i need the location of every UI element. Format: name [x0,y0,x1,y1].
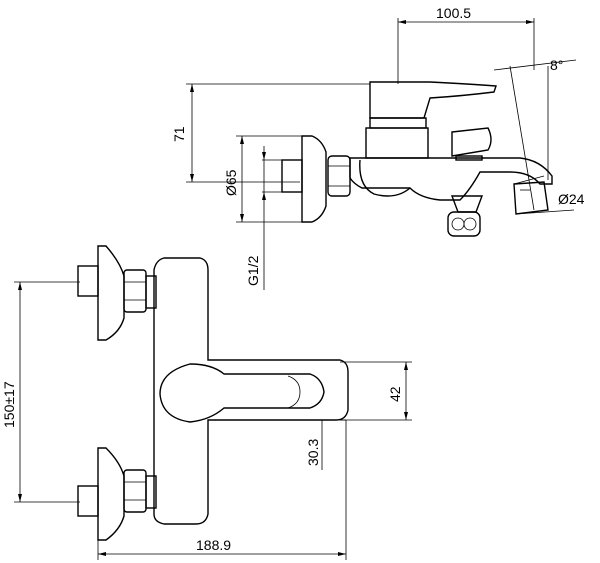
front-view [77,245,349,541]
dim-top-width: 100.5 [436,5,471,21]
dim-centers: 150±17 [1,381,17,428]
dim-lever-42: 42 [387,386,403,402]
dim-thread: G1/2 [245,255,261,286]
front-dimensions [14,281,412,560]
dim-lever-30: 30.3 [305,439,321,466]
dim-angle: 8° [550,57,563,73]
side-dimensions [186,18,577,290]
side-view [262,81,553,237]
dim-overall: 188.9 [196,537,231,553]
dim-diameter-65: Ø65 [223,169,239,196]
dim-diameter-24: Ø24 [558,191,585,207]
dim-height-71: 71 [171,126,187,142]
